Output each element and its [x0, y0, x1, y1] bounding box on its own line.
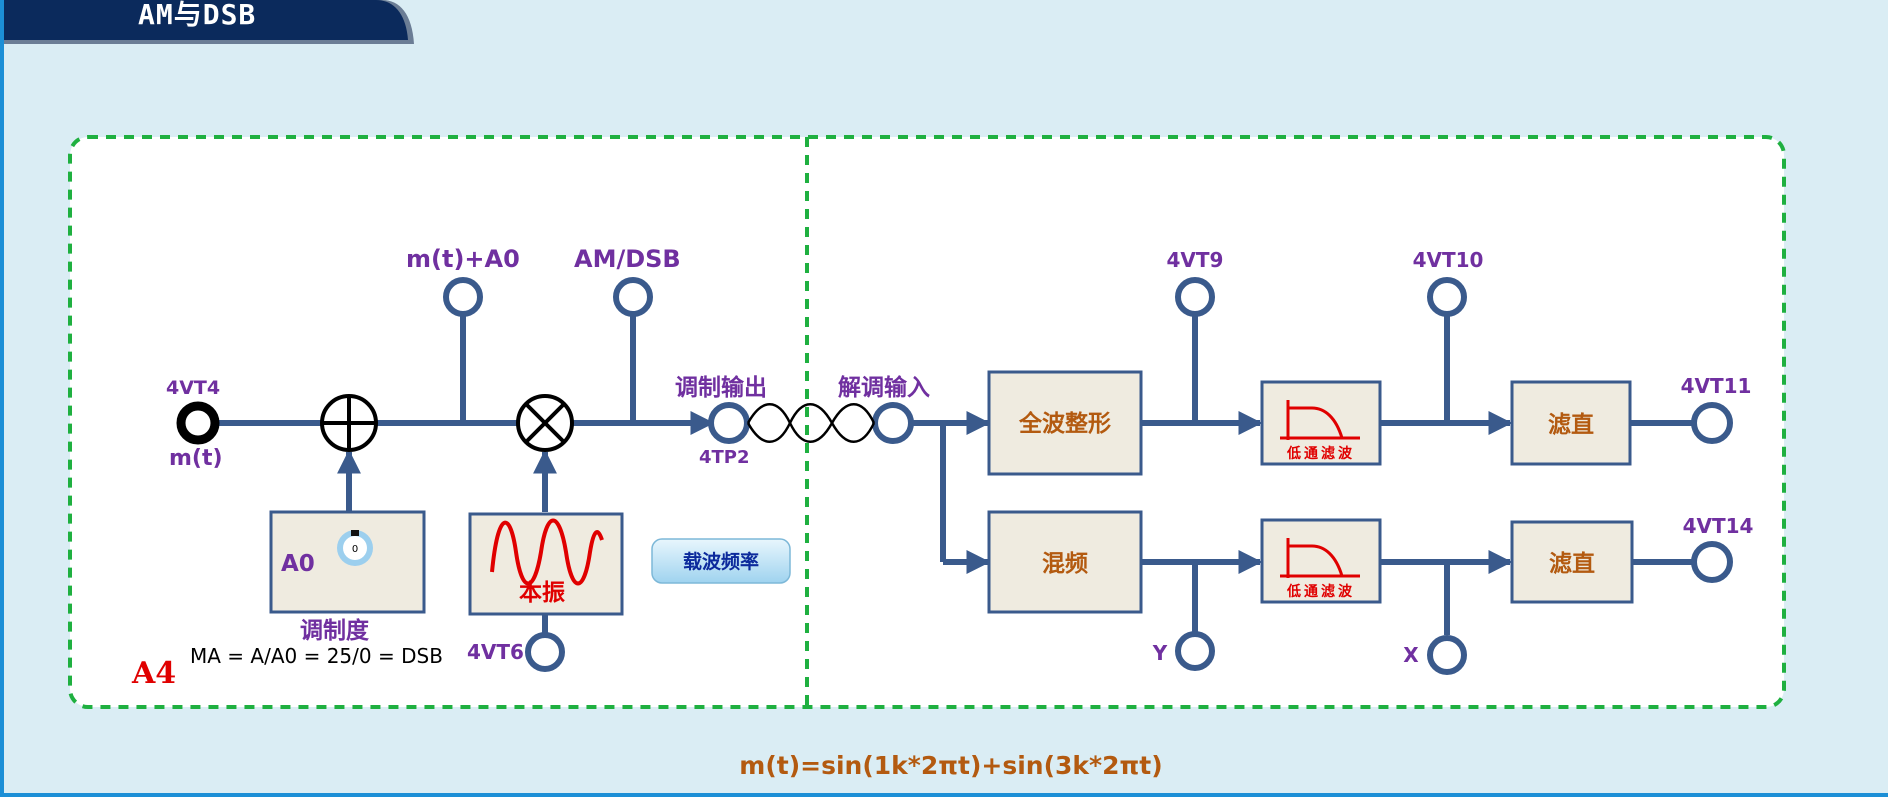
label-dc-bottom: 滤直 — [1549, 550, 1595, 577]
probe-am[interactable] — [613, 277, 653, 317]
probe-sum[interactable] — [443, 277, 483, 317]
page-title: AM与DSB — [138, 0, 257, 31]
probe-4vt11[interactable] — [1691, 402, 1733, 444]
label-input-signal: m(t) — [169, 446, 223, 471]
multiplier-symbol — [516, 394, 574, 452]
lowpass-curve-icon — [1280, 538, 1360, 578]
dc-block-top — [1510, 380, 1632, 466]
probe-demod-input[interactable] — [872, 402, 914, 444]
title-tab — [4, 0, 414, 44]
label-probe-am: AM/DSB — [574, 245, 681, 273]
lpf-block-top — [1260, 380, 1382, 466]
label-lpf-top: 低通滤波 — [1286, 445, 1355, 462]
label-mixer: 混频 — [1042, 551, 1088, 577]
label-4vt10: 4VT10 — [1413, 248, 1484, 272]
a0-knob[interactable] — [337, 530, 373, 566]
label-modulation-depth: 调制度 — [300, 617, 370, 644]
lowpass-curve-icon — [1280, 400, 1360, 440]
adder-symbol — [320, 394, 378, 452]
probe-4vt9[interactable] — [1175, 277, 1215, 317]
label-4vt6: 4VT6 — [467, 640, 524, 664]
section-label: A4 — [131, 656, 176, 691]
probe-4tp2[interactable] — [708, 402, 750, 444]
probe-4vt10[interactable] — [1427, 277, 1467, 317]
label-demod-input: 解调输入 — [838, 374, 930, 401]
label-4vt14: 4VT14 — [1683, 514, 1754, 538]
label-dc-top: 滤直 — [1548, 411, 1594, 438]
lpf-block-bottom — [1260, 518, 1382, 604]
ma-readout: MA = A/A0 = 25/0 = DSB — [190, 644, 443, 668]
label-a0: A0 — [281, 551, 315, 577]
rectifier-block — [987, 370, 1143, 476]
label-output: 调制输出 — [675, 374, 767, 401]
label-4vt4: 4VT4 — [166, 377, 220, 399]
label-4vt11: 4VT11 — [1681, 374, 1752, 398]
label-lpf-bottom: 低通滤波 — [1286, 583, 1355, 600]
dc-block-bottom — [1510, 520, 1634, 604]
label-rectifier: 全波整形 — [1018, 410, 1111, 437]
probe-x[interactable] — [1427, 635, 1467, 675]
label-oscillator: 本振 — [519, 579, 565, 606]
label-4vt9: 4VT9 — [1167, 248, 1224, 272]
label-y: Y — [1152, 641, 1168, 665]
probe-4vt6[interactable] — [525, 632, 565, 672]
input-terminal[interactable] — [176, 401, 220, 445]
channel-wave-icon — [746, 403, 876, 443]
signal-formula: m(t)=sin(1k*2πt)+sin(3k*2πt) — [739, 751, 1162, 780]
probe-4vt14[interactable] — [1691, 541, 1733, 583]
carrier-frequency-button[interactable] — [651, 538, 791, 584]
sine-wave-icon — [490, 518, 604, 586]
label-probe-sum: m(t)+A0 — [406, 245, 520, 273]
carrier-frequency-label[interactable]: 载波频率 — [683, 550, 759, 573]
mixer-block — [987, 510, 1143, 614]
probe-y[interactable] — [1175, 631, 1215, 671]
label-x: X — [1403, 643, 1419, 667]
a0-knob-value: 0 — [352, 544, 358, 555]
label-4tp2: 4TP2 — [699, 447, 750, 468]
